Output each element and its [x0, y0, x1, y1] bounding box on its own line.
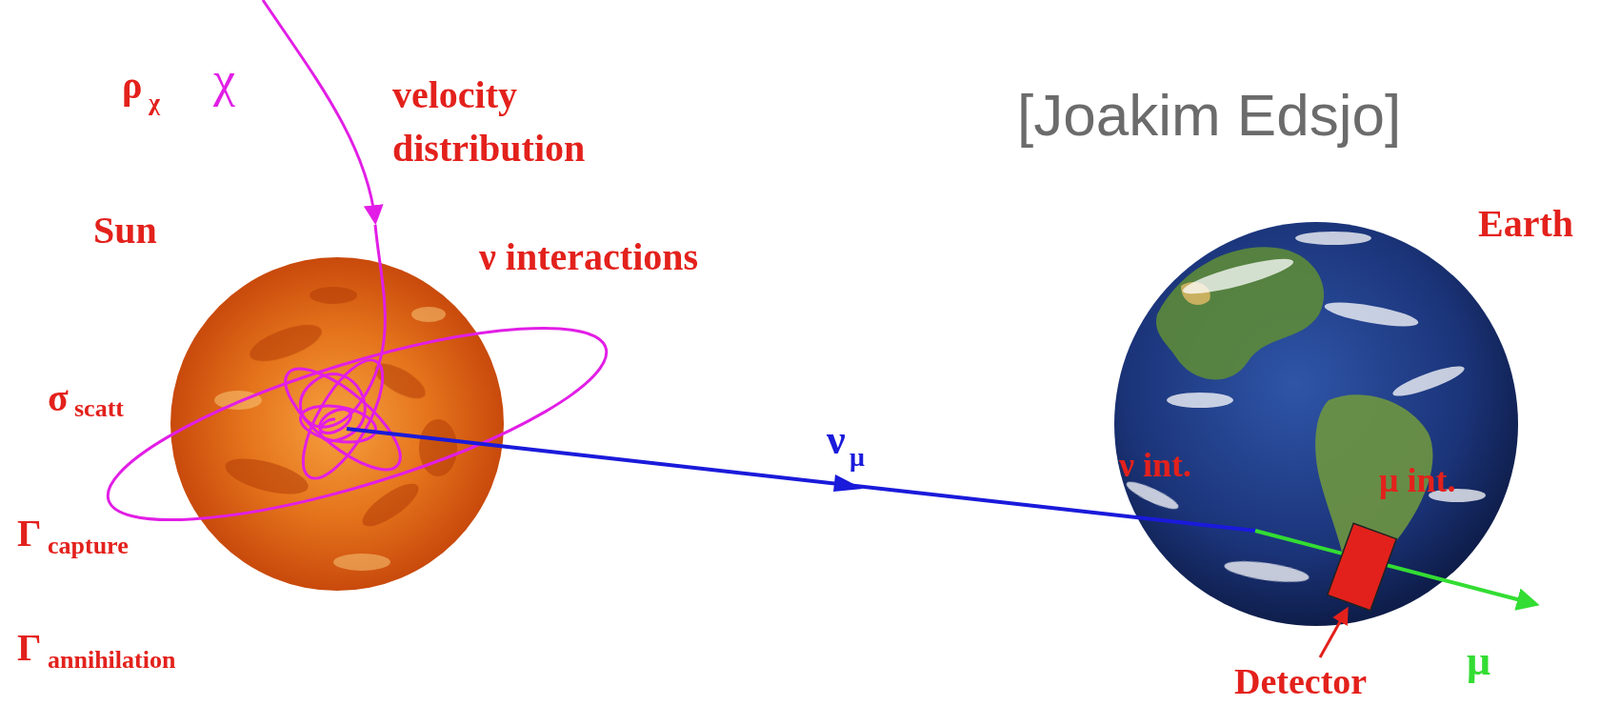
parameter-label: ν interactions	[479, 238, 699, 277]
body-name: Earth	[1478, 204, 1574, 243]
neutrino-track	[346, 428, 1256, 531]
particle-symbol: ν	[826, 419, 846, 461]
subscript: capture	[47, 533, 129, 559]
process-label: ν int.	[1119, 447, 1192, 482]
neutrino-arrowhead	[833, 474, 863, 492]
parameter-label: velocity distribution	[392, 68, 604, 176]
leader-line	[1320, 609, 1347, 658]
subscript: scatt	[74, 396, 124, 421]
body-name: Sun	[93, 211, 158, 250]
earth-picture	[1114, 221, 1519, 626]
particle-symbol: χ	[213, 55, 236, 105]
subscript: μ	[849, 443, 865, 471]
subscript: χ	[148, 90, 160, 116]
rate-symbol: Γ	[17, 514, 41, 553]
density-symbol: ρ	[121, 66, 142, 105]
process-label: μ int.	[1379, 462, 1456, 498]
detector-label: Detector	[1234, 662, 1367, 700]
rate-symbol: Γ	[17, 628, 41, 667]
cross-section-symbol: σ	[47, 379, 69, 418]
wimp-orbit	[90, 0, 624, 559]
attribution: [Joakim Edsjo]	[1017, 85, 1401, 145]
subscript: annihilation	[47, 647, 176, 673]
detector-symbol	[1327, 522, 1397, 611]
particle-symbol: μ	[1466, 640, 1491, 682]
